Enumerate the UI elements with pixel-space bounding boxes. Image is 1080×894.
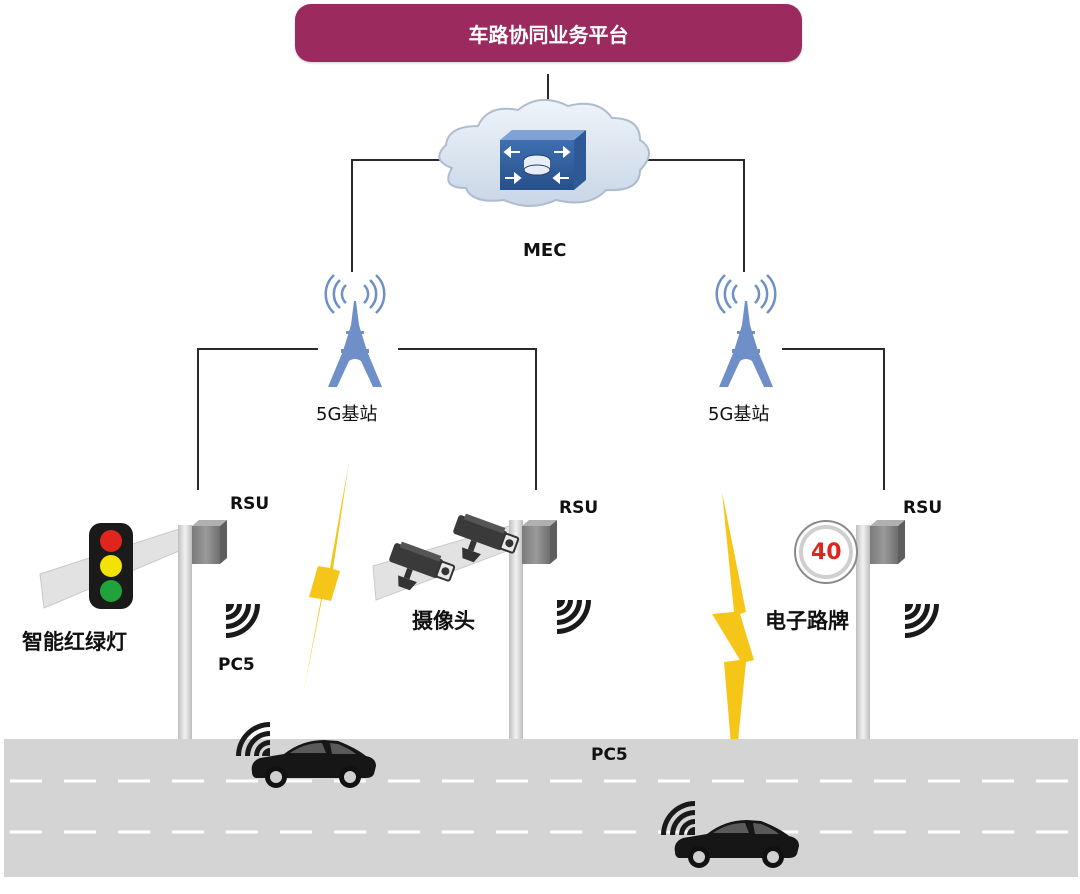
platform-title: 车路协同业务平台: [295, 4, 802, 62]
lane-markings: [10, 779, 1076, 834]
traffic-light-label: 智能红绿灯: [22, 630, 127, 654]
road-sign-label: 电子路牌: [765, 609, 849, 633]
pc5-road-label: PC5: [591, 745, 628, 765]
rsu-box-icon: [192, 520, 227, 564]
signal-icon: [226, 604, 260, 638]
signal-icon: [557, 600, 591, 634]
pole: [178, 525, 192, 743]
pole: [509, 520, 523, 743]
signal-icon: [905, 604, 939, 638]
rsu-label: RSU: [559, 498, 599, 518]
connection-lines: [197, 74, 885, 490]
rsu-label: RSU: [230, 494, 270, 514]
rsu-label: RSU: [903, 498, 943, 518]
tower-icon: [715, 273, 777, 389]
traffic-light-icon: [89, 523, 133, 609]
speed-limit-sign-icon: [794, 520, 858, 584]
road: [4, 739, 1078, 877]
speed-limit-value: 40: [811, 540, 842, 565]
tower-icon: [324, 273, 386, 389]
base-station-label: 5G基站: [708, 404, 770, 425]
mec-label: MEC: [523, 240, 567, 261]
base-station-label: 5G基站: [316, 404, 378, 425]
mec-cloud: [438, 99, 650, 207]
rsu-box-icon: [870, 520, 905, 564]
lightning-icon: [303, 462, 349, 695]
rsu-box-icon: [522, 520, 557, 564]
pole: [856, 525, 870, 743]
lightning-icon: [712, 492, 754, 780]
pc5-label: PC5: [218, 655, 255, 675]
camera-label: 摄像头: [412, 609, 475, 633]
